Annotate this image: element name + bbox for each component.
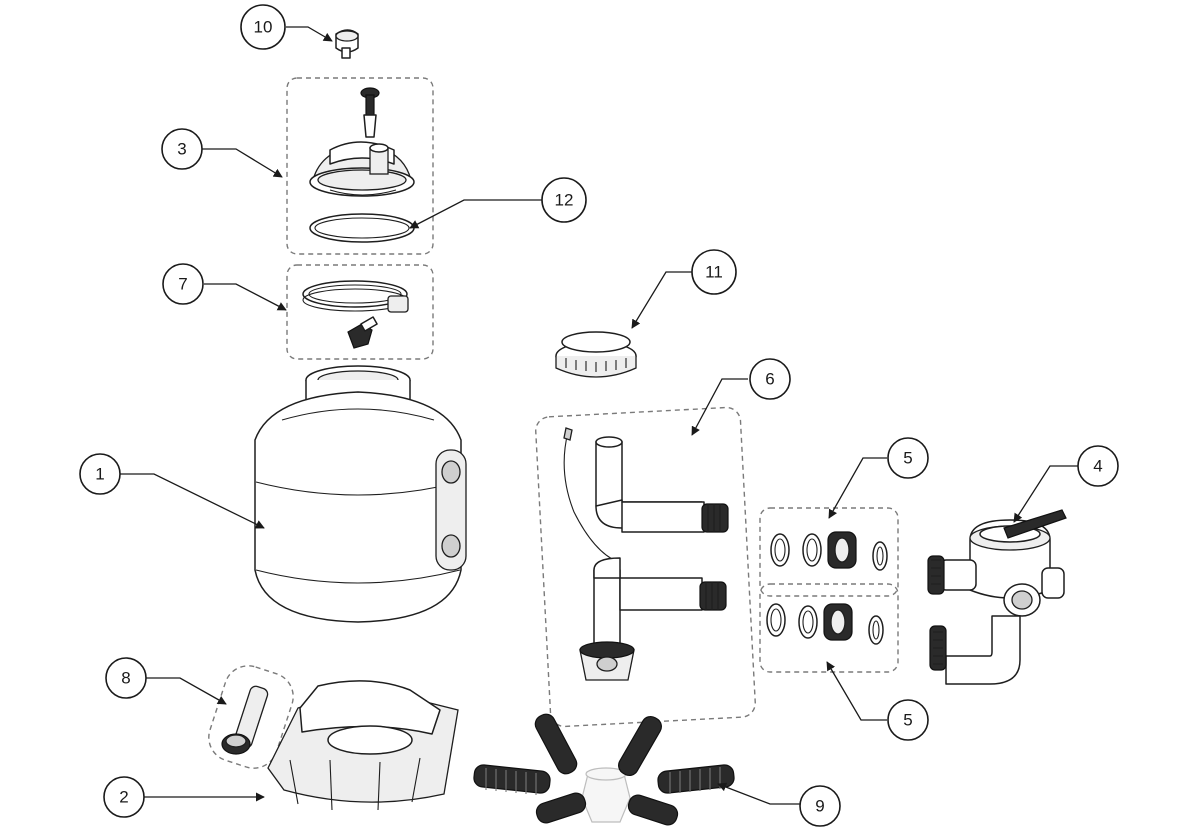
leader-3 — [202, 148, 283, 178]
part-10-pressure-gauge — [335, 29, 359, 59]
leader-6 — [691, 378, 748, 436]
callout-7-label: 7 — [178, 275, 187, 294]
leader-9 — [717, 782, 800, 805]
callout-5-upper: 5 — [887, 437, 929, 479]
part-5-seal-set-lower — [766, 603, 884, 645]
callout-4: 4 — [1077, 445, 1119, 487]
part-11-strainer-basket — [555, 331, 637, 378]
callout-3: 3 — [161, 128, 203, 170]
leader-1 — [120, 473, 265, 529]
group-box-lid-assembly — [286, 77, 434, 255]
callout-8: 8 — [105, 657, 147, 699]
leader-8 — [146, 677, 227, 705]
leader-5a — [828, 457, 887, 519]
callout-12-label: 12 — [555, 191, 574, 210]
callout-3-label: 3 — [177, 140, 186, 159]
part-1-filter-tank — [254, 365, 467, 623]
callout-6-label: 6 — [765, 370, 774, 389]
callout-12: 12 — [541, 177, 587, 223]
callout-1: 1 — [79, 453, 121, 495]
part-9-lateral-set — [473, 713, 735, 826]
callout-4-label: 4 — [1093, 457, 1102, 476]
leader-4 — [1013, 465, 1078, 523]
leader-7 — [204, 283, 287, 311]
callout-5-lower: 5 — [887, 699, 929, 741]
leader-11 — [631, 271, 692, 329]
part-4-multiport-valve — [927, 509, 1067, 685]
group-box-internal-pipes — [535, 406, 756, 728]
part-3-filter-lid — [309, 87, 415, 197]
group-box-drain-plug — [208, 665, 294, 769]
part-12-lid-o-ring — [309, 213, 415, 243]
callout-2-label: 2 — [119, 788, 128, 807]
leader-10 — [286, 26, 333, 42]
leader-5b — [826, 661, 887, 721]
group-box-clamp-assembly — [286, 264, 434, 360]
callout-10-label: 10 — [254, 18, 273, 37]
callout-9-label: 9 — [815, 797, 824, 816]
part-6-internal-pipe-assembly — [563, 427, 729, 681]
callout-11-label: 11 — [705, 263, 723, 282]
part-7-tank-clamp — [302, 280, 409, 349]
callout-5-lower-label: 5 — [903, 711, 912, 730]
group-box-seals-lower — [759, 583, 899, 673]
part-5-seal-set-upper — [770, 531, 888, 571]
callout-10: 10 — [240, 4, 286, 50]
callout-5-upper-label: 5 — [903, 449, 912, 468]
callout-8-label: 8 — [121, 669, 130, 688]
callout-6: 6 — [749, 358, 791, 400]
part-2-filter-base — [267, 680, 459, 811]
callout-1-label: 1 — [95, 465, 104, 484]
callout-2: 2 — [103, 776, 145, 818]
group-box-seals-upper — [759, 507, 899, 597]
callout-9: 9 — [799, 785, 841, 827]
part-8-drain-plug — [221, 685, 269, 755]
callout-7: 7 — [162, 263, 204, 305]
callout-11: 11 — [691, 249, 737, 295]
leader-12 — [409, 199, 542, 229]
